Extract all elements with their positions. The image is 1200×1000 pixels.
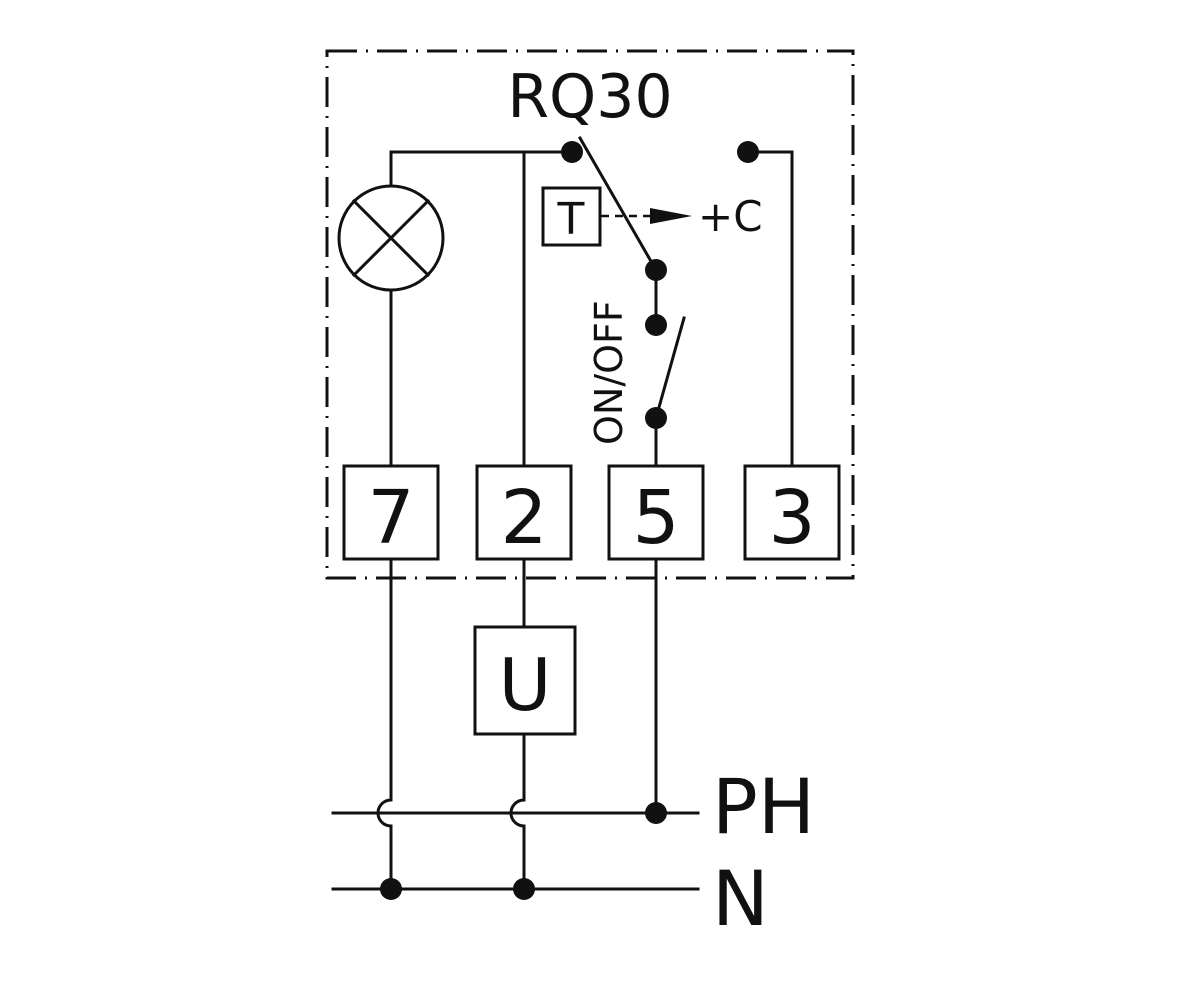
terminal-label: 3: [768, 475, 815, 561]
junction-phase-terminal-5: [645, 802, 667, 824]
thermostat-box: [541, 186, 602, 247]
terminal-2: 2: [475, 464, 573, 561]
wire-terminal-7-external: [376, 557, 393, 891]
phase-label: PH: [712, 762, 815, 851]
terminal-label: 5: [632, 475, 679, 561]
arrow-right-icon: [650, 208, 692, 224]
device-enclosure: [325, 49, 855, 580]
device-title: RQ30: [507, 62, 672, 132]
neutral-label: N: [712, 854, 769, 943]
terminal-3: 3: [743, 464, 841, 561]
junction-neutral-terminal-7: [380, 878, 402, 900]
thermostat-label: T: [557, 194, 585, 245]
thermostat-target-label: +C: [698, 192, 763, 241]
terminal-label: 2: [500, 475, 547, 561]
junction-neutral-load: [513, 878, 535, 900]
terminal-7: 7: [342, 464, 440, 561]
load-label: U: [499, 643, 552, 727]
switch-contact-upper: [645, 314, 667, 336]
terminal-label: 7: [367, 475, 414, 561]
thermostat-contact-open: [737, 141, 759, 163]
thermostat-contact-blade: [577, 135, 659, 273]
switch-label: ON/OFF: [587, 300, 631, 445]
switch-blade: [654, 316, 686, 420]
indicator-lamp-icon: [337, 184, 445, 292]
thermostat-contact-common: [561, 141, 583, 163]
terminal-5: 5: [607, 464, 705, 561]
